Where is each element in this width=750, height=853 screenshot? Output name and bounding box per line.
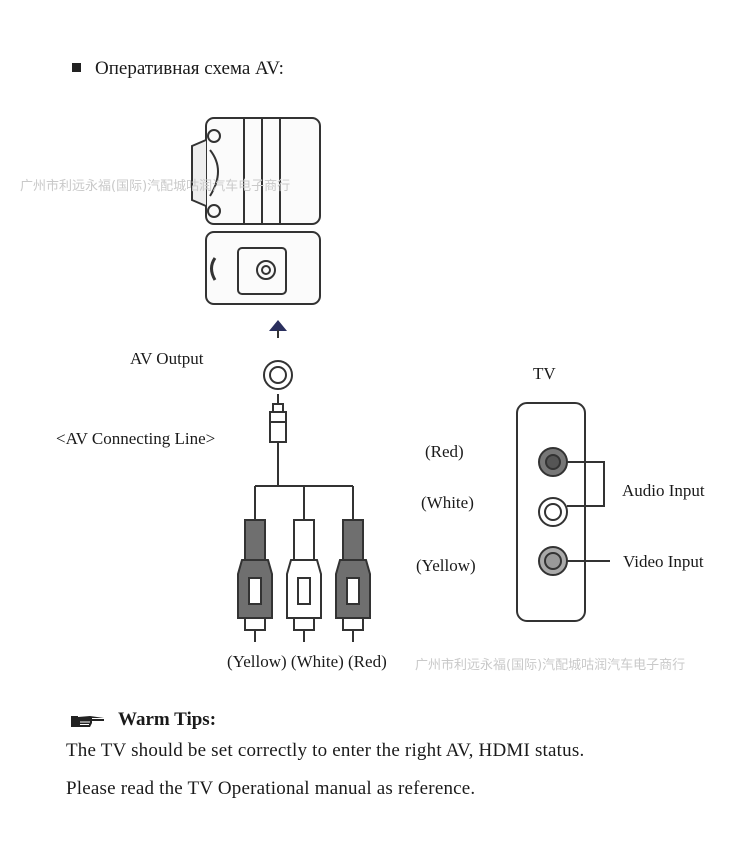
tv-label: TV: [533, 364, 556, 383]
tip-line: Please read the TV Operational manual as…: [66, 778, 476, 799]
av-jack-icon: [263, 360, 293, 390]
av-connecting-line-label: <AV Connecting Line>: [56, 429, 216, 448]
av-output-label: AV Output: [130, 349, 204, 368]
rca-plug-icon: [335, 519, 371, 642]
rca-plug-icon: [286, 519, 322, 642]
tip-line: The TV should be set correctly to enter …: [66, 740, 585, 761]
watermark: 广州市利远永福(国际)汽配城咕润汽车电子商行: [415, 658, 686, 673]
video-input-label: Video Input: [623, 552, 704, 571]
tv-input-panel: [516, 402, 610, 622]
watermark: 广州市利远永福(国际)汽配城咕润汽车电子商行: [20, 179, 291, 194]
bullet-square: [72, 63, 81, 73]
av-connecting-line: [254, 394, 354, 520]
page-heading: Оперативная схема AV:: [72, 58, 284, 80]
white-label: (White): [421, 493, 474, 512]
red-label: (Red): [425, 442, 464, 461]
audio-input-label: Audio Input: [622, 481, 705, 500]
camera-device-icon: [191, 117, 321, 305]
rca-plug-icon: [237, 519, 273, 642]
plug-colors-label: (Yellow) (White) (Red): [227, 652, 387, 671]
warm-tips-label: Warm Tips:: [118, 709, 217, 730]
pointing-hand-icon: [71, 715, 104, 727]
warm-tips-title: Warm Tips:: [70, 709, 216, 731]
heading-text: Оперативная схема AV:: [95, 58, 284, 79]
arrow-up-icon: [269, 320, 287, 338]
yellow-label: (Yellow): [416, 556, 476, 575]
